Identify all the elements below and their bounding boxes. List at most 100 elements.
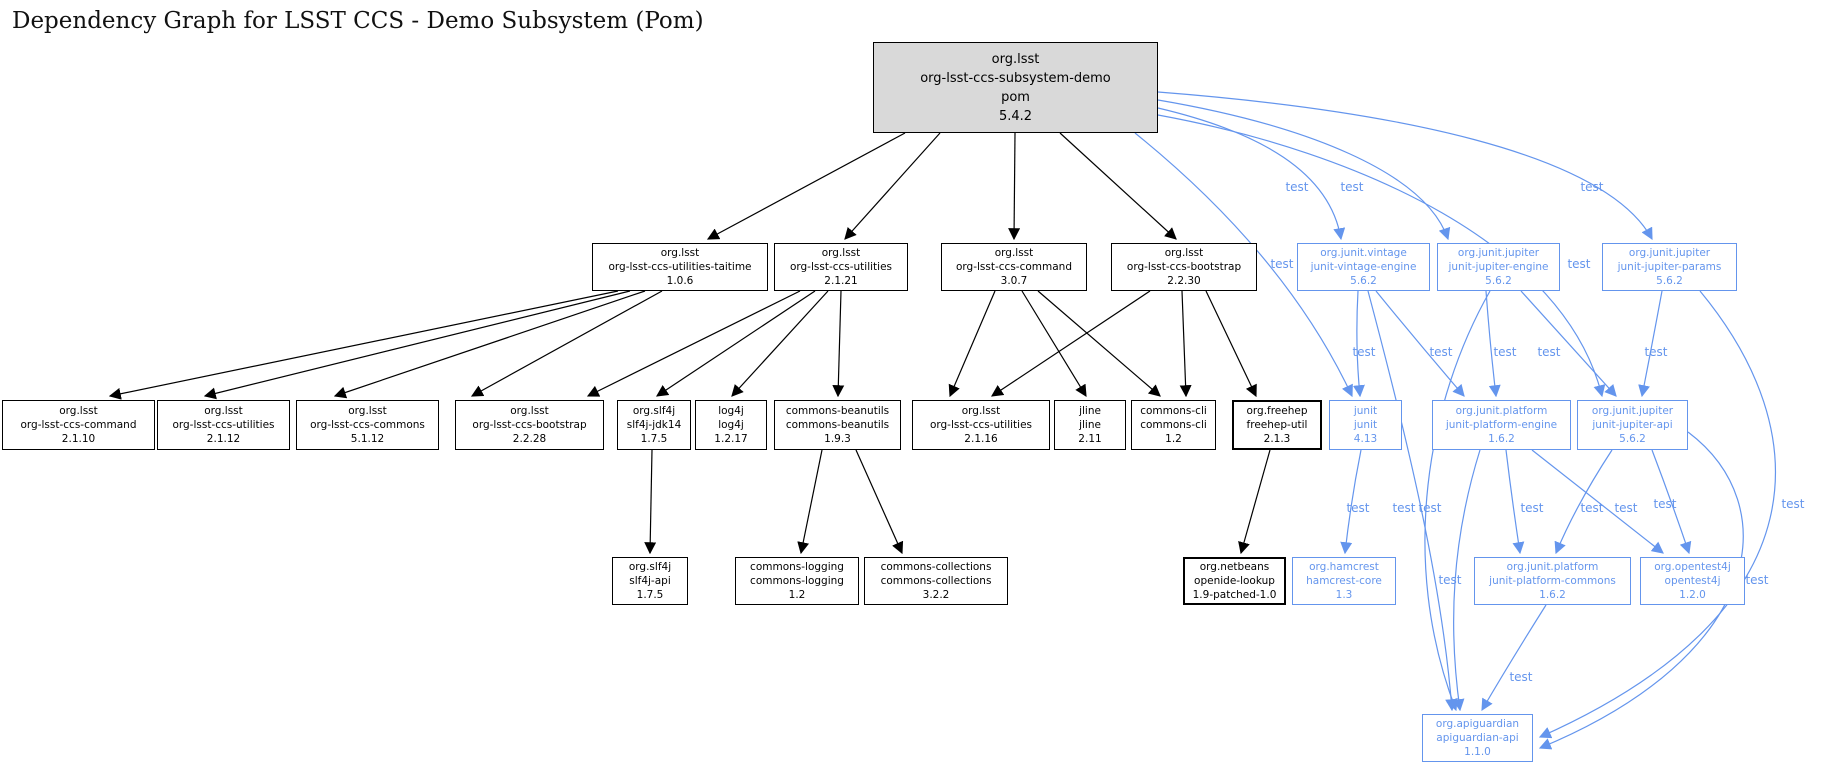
node-junit-platform-commons: org.junit.platform junit-platform-common…	[1474, 557, 1631, 605]
node-artifact: commons-logging	[750, 575, 844, 587]
node-artifact: org-lsst-ccs-bootstrap	[472, 419, 587, 431]
edge-label-test: test	[1653, 497, 1676, 511]
node-artifact: junit-jupiter-params	[1617, 261, 1722, 273]
edge-label-test: test	[1429, 345, 1452, 359]
node-version: 1.2.0	[1679, 589, 1706, 601]
node-utilities-taitime: org.lsst org-lsst-ccs-utilities-taitime …	[592, 243, 768, 291]
edge-jupiterEngine-jupiterApi	[1520, 290, 1617, 397]
node-version: 5.6.2	[1350, 275, 1377, 287]
edge-platformEngine-platformCommons	[1505, 449, 1525, 555]
node-group: org.freehep	[1246, 405, 1308, 417]
node-artifact: freehep-util	[1246, 419, 1308, 431]
node-version: 2.1.21	[824, 275, 858, 287]
edge-root-jupiterApi	[1157, 114, 1606, 398]
node-version: 1.3	[1335, 589, 1353, 601]
node-commons-collections: commons-collections commons-collections …	[864, 557, 1008, 605]
edge-label-test: test	[1567, 257, 1590, 271]
node-group: org.junit.jupiter	[1591, 405, 1674, 417]
edge-taitime-bootstrap2228	[470, 290, 663, 397]
edge-beanutils-commonsLogging	[797, 449, 823, 555]
edge-junit413-hamcrest	[1340, 449, 1362, 555]
node-artifact: org-lsst-ccs-utilities	[789, 261, 893, 273]
node-commons-beanutils: commons-beanutils commons-beanutils 1.9.…	[774, 400, 901, 450]
node-version: 2.2.30	[1167, 275, 1201, 287]
node-artifact: org-lsst-ccs-command	[956, 261, 1072, 273]
edge-jupiterEngine-platformEngine	[1485, 290, 1501, 398]
node-hamcrest-core: org.hamcrest hamcrest-core 1.3	[1292, 557, 1396, 605]
node-version: 1.9.3	[824, 433, 851, 445]
node-slf4j-api: org.slf4j slf4j-api 1.7.5	[612, 557, 688, 605]
edge-label-test: test	[1537, 345, 1560, 359]
edge-label-test: test	[1285, 180, 1308, 194]
node-junit-4-13: junit junit 4.13	[1329, 400, 1402, 450]
edge-command307-commonsCli	[1037, 290, 1161, 397]
node-jline: jline jline 2.11	[1054, 400, 1126, 450]
edge-label-test: test	[1580, 501, 1603, 515]
page-title: Dependency Graph for LSST CCS - Demo Sub…	[12, 8, 704, 34]
edge-vintage-junit413	[1352, 290, 1365, 398]
node-artifact: junit-platform-engine	[1445, 419, 1558, 431]
edge-root-bootstrap2230	[1059, 132, 1177, 240]
node-junit-vintage-engine: org.junit.vintage junit-vintage-engine 5…	[1297, 243, 1430, 291]
node-junit-jupiter-api: org.junit.jupiter junit-jupiter-api 5.6.…	[1577, 400, 1688, 450]
edge-utilities2121-log4j	[731, 290, 829, 397]
node-junit-jupiter-params: org.junit.jupiter junit-jupiter-params 5…	[1602, 243, 1737, 291]
node-artifact: org-lsst-ccs-command	[20, 419, 137, 431]
edge-command307-utilities2116	[948, 290, 996, 398]
node-utilities-2-1-21: org.lsst org-lsst-ccs-utilities 2.1.21	[774, 243, 908, 291]
edge-root-jupiterEngine	[1157, 99, 1451, 241]
node-root-pom: org.lsst org-lsst-ccs-subsystem-demo pom…	[873, 42, 1158, 133]
edge-platformCommons-apiguardian	[1481, 604, 1547, 712]
node-artifact: org-lsst-ccs-utilities-taitime	[608, 261, 752, 273]
node-junit-jupiter-engine: org.junit.jupiter junit-jupiter-engine 5…	[1437, 243, 1560, 291]
edge-label-test: test	[1270, 257, 1293, 271]
node-version: 2.1.16	[964, 433, 998, 445]
node-version: 4.13	[1353, 433, 1378, 445]
edge-root-taitime	[706, 132, 906, 240]
node-artifact: hamcrest-core	[1306, 575, 1382, 587]
node-commons-cli: commons-cli commons-cli 1.2	[1131, 400, 1216, 450]
edge-bootstrap2230-commonsCli	[1179, 290, 1192, 398]
node-artifact: commons-collections	[880, 575, 992, 587]
node-artifact: slf4j-jdk14	[626, 419, 682, 431]
node-group: org.lsst	[204, 405, 243, 417]
edge-label-test: test	[1346, 501, 1369, 515]
node-version: 5.4.2	[998, 108, 1033, 124]
edge-root-vintage	[1157, 107, 1346, 241]
node-junit-platform-engine: org.junit.platform junit-platform-engine…	[1432, 400, 1571, 450]
node-artifact: junit-jupiter-engine	[1448, 261, 1549, 273]
node-group: org.lsst	[348, 405, 387, 417]
edge-beanutils-commonsCollections	[855, 449, 904, 555]
node-version: 5.6.2	[1485, 275, 1512, 287]
edge-vintage-apiguardian	[1367, 290, 1458, 712]
node-openide-lookup: org.netbeans openide-lookup 1.9-patched-…	[1183, 557, 1286, 605]
node-group: org.junit.platform	[1455, 405, 1548, 417]
edge-label-test: test	[1781, 497, 1804, 511]
node-bootstrap-2-2-28: org.lsst org-lsst-ccs-bootstrap 2.2.28	[455, 400, 604, 450]
edge-label-test: test	[1493, 345, 1516, 359]
node-group: jline	[1079, 405, 1101, 417]
node-group: org.junit.jupiter	[1628, 247, 1711, 259]
edge-jupiterApi-opentest4j	[1651, 449, 1692, 555]
node-version: 2.1.10	[61, 433, 96, 445]
node-group: log4j	[718, 405, 744, 417]
node-version: 5.6.2	[1619, 433, 1646, 445]
node-group: commons-logging	[750, 561, 844, 573]
node-group: org.apiguardian	[1435, 718, 1520, 730]
node-artifact: org-lsst-ccs-commons	[310, 419, 425, 431]
edge-bootstrap2230-utilities2116	[991, 290, 1151, 397]
node-version: 1.6.2	[1488, 433, 1515, 445]
edge-bootstrap2230-freehep	[1205, 290, 1257, 398]
edge-jupiterEngine-apiguardian	[1424, 290, 1491, 712]
node-freehep-util: org.freehep freehep-util 2.1.3	[1232, 400, 1322, 450]
node-group: org.slf4j	[628, 561, 672, 573]
node-artifact: org-lsst-ccs-subsystem-demo	[920, 70, 1111, 86]
edge-slf4jJdk14-slf4jApi	[644, 449, 657, 555]
node-artifact: junit-jupiter-api	[1592, 419, 1673, 431]
edge-taitime-utilities2112	[203, 290, 631, 400]
node-version: 2.2.28	[512, 433, 547, 445]
node-artifact: commons-beanutils	[785, 419, 890, 431]
node-apiguardian-api: org.apiguardian apiguardian-api 1.1.0	[1422, 714, 1533, 762]
node-commons-logging: commons-logging commons-logging 1.2	[735, 557, 859, 605]
node-artifact: commons-cli	[1140, 419, 1207, 431]
